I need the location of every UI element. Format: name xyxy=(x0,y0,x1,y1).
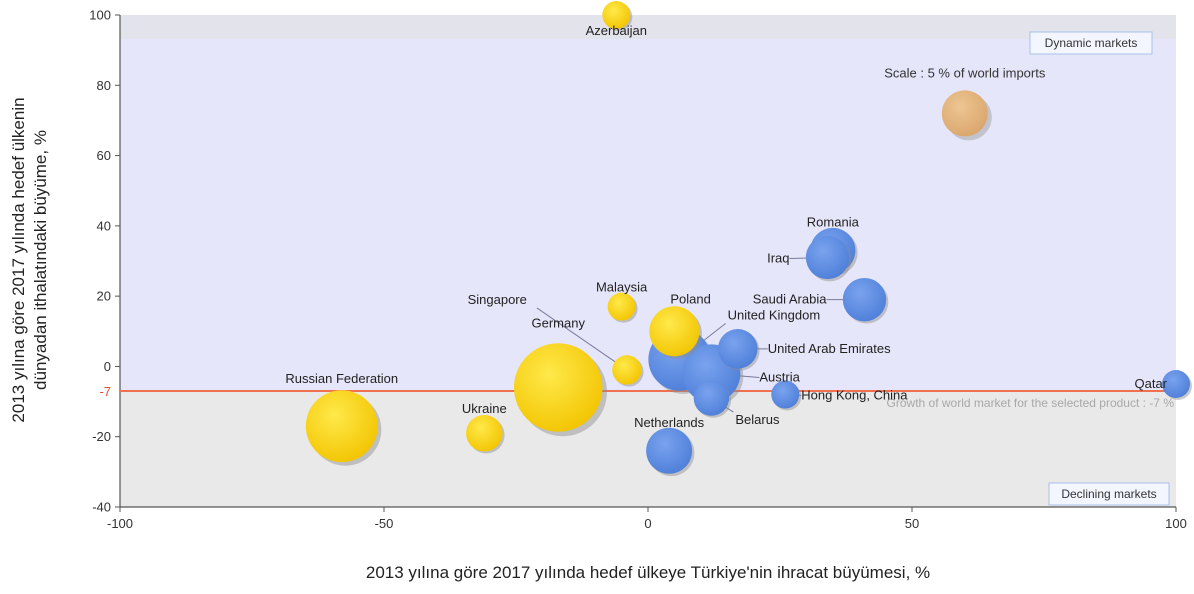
bubble-azerbaijan[interactable] xyxy=(602,1,631,29)
point-label: Singapore xyxy=(468,292,527,307)
chart-zones xyxy=(120,15,1176,507)
point-label: Qatar xyxy=(1134,376,1167,391)
bubble-ukraine[interactable] xyxy=(466,414,503,452)
point-label: Iraq xyxy=(767,250,789,265)
x-tick-label: -100 xyxy=(107,516,133,531)
y-axis-label-line-1: 2013 yılına göre 2017 yılında hedef ülke… xyxy=(9,97,28,422)
point-label: Belarus xyxy=(735,412,780,427)
bubble-netherlands[interactable] xyxy=(646,427,693,474)
reference-line-group: -7 Growth of world market for the select… xyxy=(99,384,1176,410)
x-tick-label: 50 xyxy=(905,516,919,531)
y-tick-label: 80 xyxy=(97,78,111,93)
bubble-hong-kong-china[interactable] xyxy=(771,380,800,409)
y-tick-label: -40 xyxy=(92,500,111,515)
bubble-saudi-arabia[interactable] xyxy=(842,277,887,322)
y-axis-label-line-2: dünyadan ithalatındaki büyüme, % xyxy=(31,130,50,390)
y-tick-label: 40 xyxy=(97,218,111,233)
scale-legend: Scale : 5 % of world imports xyxy=(884,65,1046,141)
label-connector xyxy=(536,307,628,371)
bubble-singapore[interactable] xyxy=(612,355,642,385)
reference-line-note: Growth of world market for the selected … xyxy=(887,396,1175,410)
bubble-poland[interactable] xyxy=(649,306,700,357)
dynamic-markets-box xyxy=(1029,31,1153,55)
bubble-russian-federation[interactable] xyxy=(305,390,378,463)
chart-axes: -100 -50 0 50 100 -40 -20 0 20 40 60 80 100 xyxy=(89,8,1187,532)
point-label: Romania xyxy=(807,214,860,229)
scale-bubble xyxy=(941,90,988,137)
bubble-germany[interactable] xyxy=(513,343,603,432)
declining-markets-label: Declining markets xyxy=(1061,487,1156,501)
point-label: Germany xyxy=(532,316,586,331)
point-label: United Kingdom xyxy=(728,307,821,322)
bubble-belarus[interactable] xyxy=(693,380,730,416)
point-label: Hong Kong, China xyxy=(801,388,908,403)
reference-line-label: -7 xyxy=(99,384,111,399)
zone-labels: Dynamic markets Declining markets xyxy=(1029,31,1170,506)
bubbles xyxy=(305,1,1192,477)
x-axis-label: 2013 yılına göre 2017 yılında hedef ülke… xyxy=(366,563,930,582)
y-tick-label: 20 xyxy=(97,289,111,304)
x-axis-ticks: -100 -50 0 50 100 xyxy=(107,507,1187,531)
dynamic-markets-zone xyxy=(120,39,1176,392)
x-tick-label: -50 xyxy=(375,516,394,531)
bubble-united-arab-emirates[interactable] xyxy=(717,329,758,369)
x-tick-label: 0 xyxy=(644,516,651,531)
y-tick-label: 60 xyxy=(97,148,111,163)
y-axis-ticks: -40 -20 0 20 40 60 80 100 xyxy=(89,8,120,515)
point-label: Poland xyxy=(670,291,710,306)
point-label: Austria xyxy=(759,369,800,384)
bubble-iraq[interactable] xyxy=(805,235,850,280)
point-label: Russian Federation xyxy=(285,371,398,386)
bubble-malaysia[interactable] xyxy=(607,292,636,321)
top-band xyxy=(120,15,1176,39)
y-tick-label: -20 xyxy=(92,429,111,444)
scale-legend-label: Scale : 5 % of world imports xyxy=(884,65,1046,80)
point-label: United Arab Emirates xyxy=(768,341,891,356)
bubble-qatar[interactable] xyxy=(1162,370,1190,398)
point-label: Azerbaijan xyxy=(586,23,647,38)
y-tick-label: 0 xyxy=(104,359,111,374)
x-tick-label: 100 xyxy=(1165,516,1187,531)
declining-markets-box xyxy=(1048,482,1170,506)
point-label: Ukraine xyxy=(462,401,507,416)
y-tick-label: 100 xyxy=(89,8,111,23)
point-label: Malaysia xyxy=(596,280,648,295)
point-label: Netherlands xyxy=(634,415,705,430)
dynamic-markets-label: Dynamic markets xyxy=(1045,36,1138,50)
point-label: Saudi Arabia xyxy=(753,292,827,307)
